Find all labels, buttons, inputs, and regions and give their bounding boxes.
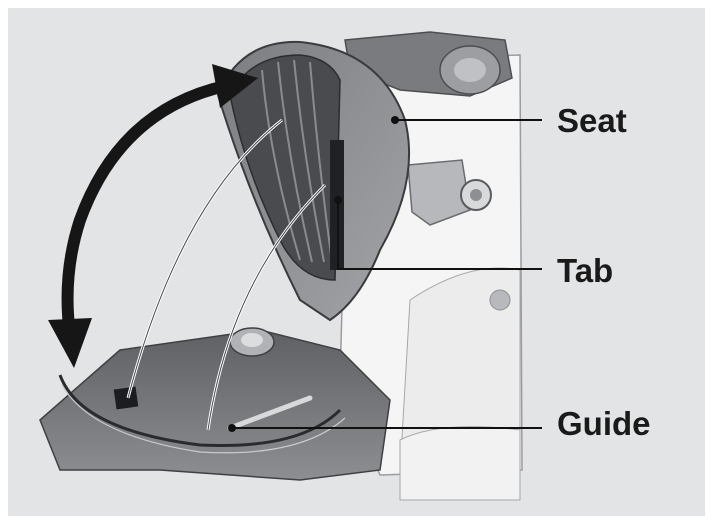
seat-leader-dot xyxy=(391,116,399,124)
tab-leader-dot xyxy=(334,196,342,204)
guide-label: Guide xyxy=(557,407,651,440)
storage-tray xyxy=(40,328,390,480)
tab-label: Tab xyxy=(557,254,613,287)
seat-label: Seat xyxy=(557,104,627,137)
guide-leader-dot xyxy=(228,424,236,432)
